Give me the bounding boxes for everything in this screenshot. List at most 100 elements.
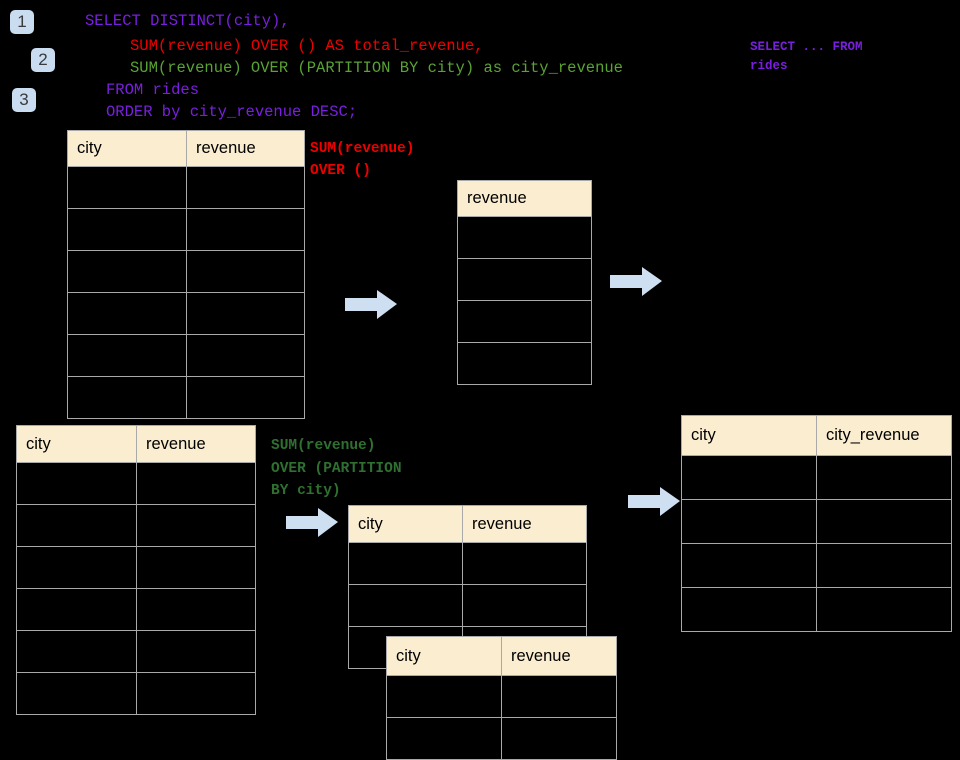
table-row: [681, 543, 952, 588]
column-header-city: city: [386, 636, 502, 676]
table-cell: [816, 587, 952, 632]
table-row: [386, 717, 617, 760]
badge-1: 1: [10, 10, 34, 34]
badge-3: 3: [12, 88, 36, 112]
column-header-revenue: revenue: [136, 425, 256, 463]
table-cell: [457, 258, 592, 301]
sql-line-city: SUM(revenue) OVER (PARTITION BY city) as…: [130, 59, 623, 77]
table-row: [67, 334, 305, 377]
table-row: [67, 208, 305, 251]
table-cell: [348, 542, 463, 585]
table-cell: [16, 504, 137, 547]
badge-2: 2: [31, 48, 55, 72]
arrow-source-to-partition: [286, 508, 338, 537]
table-cell: [67, 292, 187, 335]
table-cell: [816, 455, 952, 500]
table-row: [16, 588, 256, 631]
table-cell: [462, 542, 587, 585]
table-cell: [186, 250, 305, 293]
table-row: [16, 672, 256, 715]
column-header-revenue: revenue: [501, 636, 617, 676]
table-header-row: revenue: [457, 180, 592, 217]
table-row: [16, 504, 256, 547]
table-row: [457, 216, 592, 259]
column-header-city: city: [16, 425, 137, 463]
table-cell: [501, 717, 617, 760]
table-partition-back: city revenue: [386, 636, 617, 760]
table-cell: [681, 499, 817, 544]
table-cell: [16, 462, 137, 505]
sql-line-total: SUM(revenue) OVER () AS total_revenue,: [130, 37, 484, 55]
table-row: [67, 292, 305, 335]
table-cell: [681, 455, 817, 500]
table-row: [681, 455, 952, 500]
table-cell: [457, 342, 592, 385]
table-row: [16, 630, 256, 673]
sql-line-from: FROM rides: [106, 81, 200, 99]
table-row: [16, 546, 256, 589]
arrow-total-to-result: [610, 267, 662, 296]
table-cell: [67, 250, 187, 293]
table-total-revenue: revenue: [457, 180, 592, 385]
table-cell: [16, 630, 137, 673]
table-row: [67, 166, 305, 209]
table-header-row: city revenue: [348, 505, 587, 543]
table-cell: [348, 584, 463, 627]
table-cell: [67, 166, 187, 209]
annotation-select-from: SELECT ... FROM rides: [750, 40, 863, 73]
table-cell: [186, 208, 305, 251]
table-cell: [136, 462, 256, 505]
arrow-source-to-total: [345, 290, 397, 319]
annotation-sum-over-partition: SUM(revenue) OVER (PARTITION BY city): [271, 438, 402, 499]
column-header-revenue: revenue: [462, 505, 587, 543]
table-source-top: city revenue: [67, 130, 305, 419]
table-row: [67, 250, 305, 293]
column-header-city-revenue: city_revenue: [816, 415, 952, 456]
table-cell: [816, 499, 952, 544]
table-row: [457, 342, 592, 385]
table-row: [457, 300, 592, 343]
table-cell: [186, 376, 305, 419]
table-result: city city_revenue: [681, 415, 952, 632]
column-header-revenue: revenue: [186, 130, 305, 167]
table-cell: [386, 717, 502, 760]
table-cell: [186, 166, 305, 209]
table-row: [67, 376, 305, 419]
table-cell: [681, 543, 817, 588]
table-cell: [16, 546, 137, 589]
table-row: [348, 584, 587, 627]
table-cell: [136, 504, 256, 547]
table-cell: [501, 675, 617, 718]
table-cell: [136, 630, 256, 673]
table-row: [681, 499, 952, 544]
table-header-row: city revenue: [67, 130, 305, 167]
table-cell: [816, 543, 952, 588]
arrow-partition-to-result: [628, 487, 680, 516]
table-header-row: city city_revenue: [681, 415, 952, 456]
table-cell: [186, 292, 305, 335]
table-source-bottom: city revenue: [16, 425, 256, 715]
column-header-city: city: [681, 415, 817, 456]
column-header-city: city: [67, 130, 187, 167]
table-row: [681, 587, 952, 632]
table-partition-front: city revenue: [348, 505, 587, 669]
table-cell: [457, 216, 592, 259]
table-cell: [457, 300, 592, 343]
table-row: [348, 542, 587, 585]
table-header-row: city revenue: [386, 636, 617, 676]
table-cell: [16, 672, 137, 715]
table-header-row: city revenue: [16, 425, 256, 463]
sql-line-order: ORDER by city_revenue DESC;: [106, 103, 358, 121]
table-cell: [136, 672, 256, 715]
table-cell: [386, 675, 502, 718]
table-row: [457, 258, 592, 301]
table-row: [16, 462, 256, 505]
column-header-revenue: revenue: [457, 180, 592, 217]
table-row: [386, 675, 617, 718]
table-cell: [67, 208, 187, 251]
table-cell: [681, 587, 817, 632]
table-cell: [67, 376, 187, 419]
table-cell: [67, 334, 187, 377]
table-cell: [136, 546, 256, 589]
column-header-city: city: [348, 505, 463, 543]
